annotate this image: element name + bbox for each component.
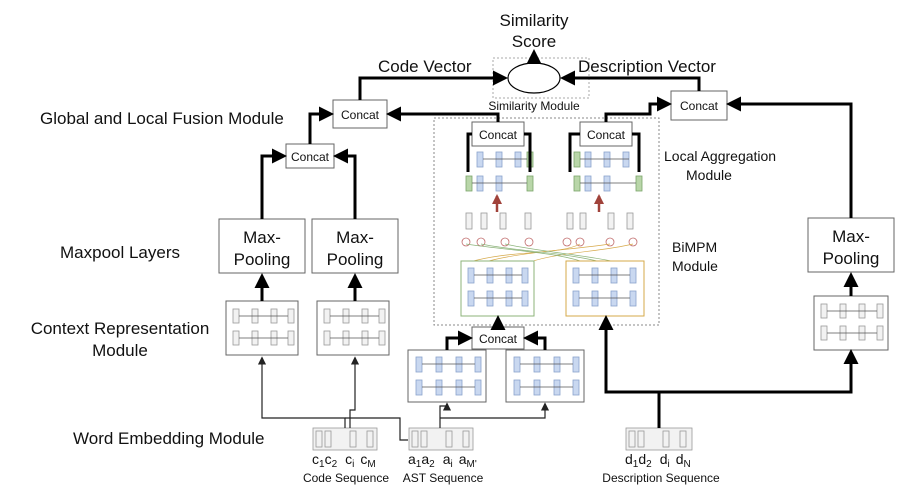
bimpm-region xyxy=(433,117,660,326)
similarity-ellipse xyxy=(507,62,561,94)
description-vector-label: Description Vector xyxy=(578,57,716,76)
ast-sequence-label: AST Sequence xyxy=(403,471,484,485)
svg-text:Concat: Concat xyxy=(680,99,719,113)
concat-local-left: Concat xyxy=(471,121,525,147)
max-pooling-code: Max- Pooling xyxy=(218,218,306,274)
concat-maxpool: Concat xyxy=(285,143,335,169)
context-rep-description xyxy=(813,295,889,351)
bimpm-label-line2: Module xyxy=(672,258,718,274)
concat-local-right: Concat xyxy=(579,121,633,147)
concat-ast: Concat xyxy=(471,326,525,350)
code-embedding xyxy=(312,427,378,451)
similarity-score-label-line1: Similarity xyxy=(500,11,569,30)
context-rep-code xyxy=(225,300,299,356)
svg-text:Pooling: Pooling xyxy=(823,249,880,268)
description-embedding xyxy=(625,427,693,451)
word-embedding-label: Word Embedding Module xyxy=(73,429,265,448)
svg-text:Concat: Concat xyxy=(479,128,518,142)
context-rep-label-line1: Context Representation xyxy=(31,319,210,338)
ast-embedding xyxy=(408,427,474,451)
svg-text:Max-: Max- xyxy=(832,227,870,246)
code-vector-label: Code Vector xyxy=(378,57,472,76)
max-pooling-description: Max- Pooling xyxy=(807,217,895,273)
similarity-score-label-line2: Score xyxy=(512,32,556,51)
svg-text:Max-: Max- xyxy=(243,228,281,247)
connection-arrows xyxy=(254,70,859,441)
similarity-module-label: Similarity Module xyxy=(488,99,580,113)
fusion-module-label: Global and Local Fusion Module xyxy=(40,109,284,128)
description-sequence-label: Description Sequence xyxy=(602,471,720,485)
context-rep-ast-2 xyxy=(505,349,585,403)
local-aggregation-left xyxy=(465,132,534,192)
local-aggregation-right xyxy=(568,132,643,192)
matching-vectors xyxy=(465,212,634,230)
context-rep-label-line2: Module xyxy=(92,341,148,360)
matching-operators xyxy=(461,237,638,247)
svg-text:Max-: Max- xyxy=(336,228,374,247)
bimpm-context-code xyxy=(460,260,535,317)
bimpm-context-description xyxy=(565,260,645,317)
context-rep-ast-1 xyxy=(407,349,487,403)
svg-text:Pooling: Pooling xyxy=(234,250,291,269)
svg-text:Concat: Concat xyxy=(479,332,518,346)
context-rep-ast xyxy=(316,300,390,356)
svg-text:Concat: Concat xyxy=(291,150,330,164)
svg-text:Pooling: Pooling xyxy=(327,250,384,269)
concat-code-fusion: Concat xyxy=(332,99,388,129)
max-pooling-ast: Max- Pooling xyxy=(311,218,399,274)
code-sequence-label: Code Sequence xyxy=(303,471,389,485)
local-aggregation-label-line2: Module xyxy=(686,167,732,183)
maxpool-layers-label: Maxpool Layers xyxy=(60,243,180,262)
svg-text:Concat: Concat xyxy=(587,128,626,142)
svg-text:Concat: Concat xyxy=(341,108,380,122)
concat-description: Concat xyxy=(670,90,728,121)
local-aggregation-label-line1: Local Aggregation xyxy=(664,148,776,164)
bimpm-label-line1: BiMPM xyxy=(672,239,717,255)
